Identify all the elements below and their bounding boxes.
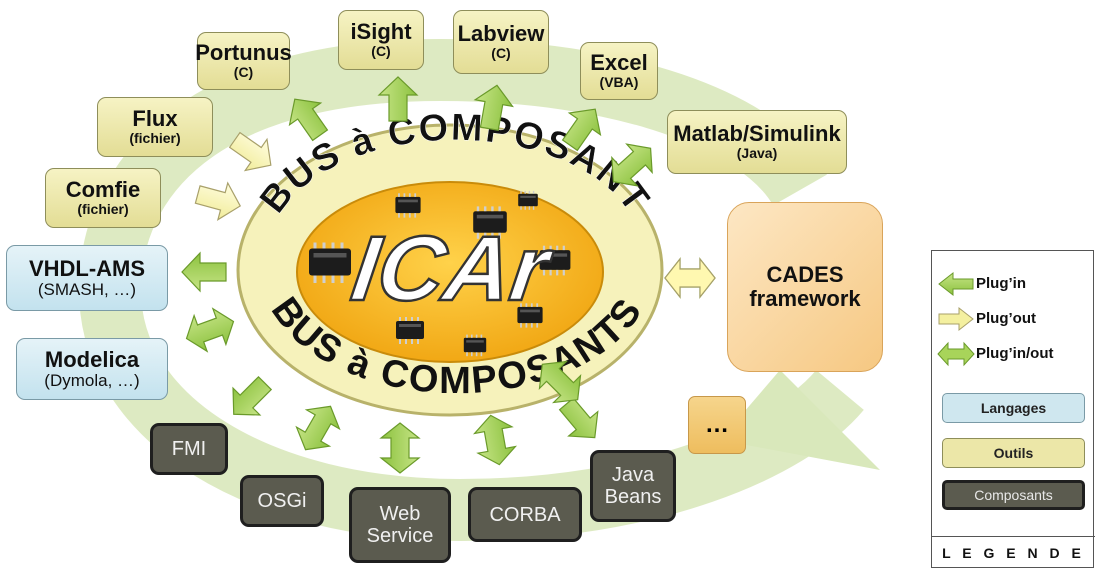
lang-title: Modelica (44, 346, 140, 372)
cades-framework-box: CADES framework (727, 202, 883, 372)
tool-title: Labview (457, 21, 545, 47)
tool-matlab: Matlab/Simulink (Java) (667, 110, 847, 174)
ellipsis-label: … (705, 410, 729, 438)
tool-excel: Excel (VBA) (580, 42, 658, 100)
comp-javabeans: Java Beans (590, 450, 676, 522)
tool-title: Matlab/Simulink (673, 121, 841, 147)
tool-comfie: Comfie (fichier) (45, 168, 161, 228)
lang-sub: (Dymola, …) (44, 370, 140, 390)
arrow-vhdl (181, 252, 227, 292)
comp-label: CORBA (489, 503, 561, 526)
arrow-osgi (288, 396, 348, 460)
tool-sub: (fichier) (129, 130, 181, 147)
tool-labview: Labview (C) (453, 10, 549, 74)
lang-vhdl: VHDL-AMS (SMASH, …) (6, 245, 168, 311)
arrow-modelica (179, 302, 241, 358)
legend-plugout: Plug’out (932, 304, 1095, 334)
tool-title: Comfie (65, 177, 141, 203)
tool-title: Flux (132, 106, 178, 132)
tool-sub: (C) (491, 45, 511, 62)
legend-plugout-label: Plug’out (976, 310, 1036, 327)
icar-logo: ICAr (346, 216, 560, 319)
tool-title: iSight (350, 19, 412, 45)
plugin-arrow-icon (938, 271, 974, 297)
tool-sub: (C) (233, 64, 254, 81)
arrow-corba (471, 411, 519, 469)
comp-corba: CORBA (468, 487, 582, 542)
legend-title: L E G E N D E (932, 536, 1095, 561)
legend-plugin-label: Plug’in (976, 275, 1026, 292)
pluginout-arrow-icon (937, 341, 975, 367)
legend-composants: Composants (942, 480, 1085, 510)
tool-flux: Flux (fichier) (97, 97, 213, 157)
tool-sub: (fichier) (77, 201, 129, 218)
tool-title: Portunus (195, 40, 292, 66)
tool-isight: iSight (C) (338, 10, 424, 70)
arrow-comfie (192, 175, 246, 225)
legend: Plug’in Plug’out Plug’in/out Langages Ou… (931, 250, 1095, 568)
tool-sub: (VBA) (599, 74, 639, 91)
ellipsis-box: … (688, 396, 746, 454)
plugout-arrow-icon (938, 306, 974, 332)
comp-fmi: FMI (150, 423, 228, 475)
legend-pluginout: Plug’in/out (932, 339, 1095, 369)
legend-plugin: Plug’in (932, 269, 1095, 299)
lang-sub: (SMASH, …) (37, 279, 137, 299)
lang-title: VHDL-AMS (28, 255, 146, 281)
comp-label: Web Service (366, 503, 434, 547)
tool-sub: (C) (371, 43, 391, 60)
cades-arrow-fill (664, 258, 716, 298)
comp-label: Java Beans (604, 464, 662, 508)
tool-sub: (Java) (736, 145, 778, 162)
comp-label: FMI (171, 438, 207, 460)
legend-langages: Langages (942, 393, 1085, 423)
arrow-web (380, 422, 420, 474)
legend-outils: Outils (942, 438, 1085, 468)
comp-label: OSGi (257, 490, 307, 512)
tool-title: Excel (590, 50, 648, 76)
comp-osgi: OSGi (240, 475, 324, 527)
legend-pluginout-label: Plug’in/out (976, 345, 1054, 362)
arrow-fmi (219, 369, 279, 429)
tool-portunus: Portunus (C) (195, 32, 292, 90)
lang-modelica: Modelica (Dymola, …) (16, 338, 168, 400)
cades-label: CADES framework (749, 261, 861, 311)
comp-webservice: Web Service (349, 487, 451, 563)
